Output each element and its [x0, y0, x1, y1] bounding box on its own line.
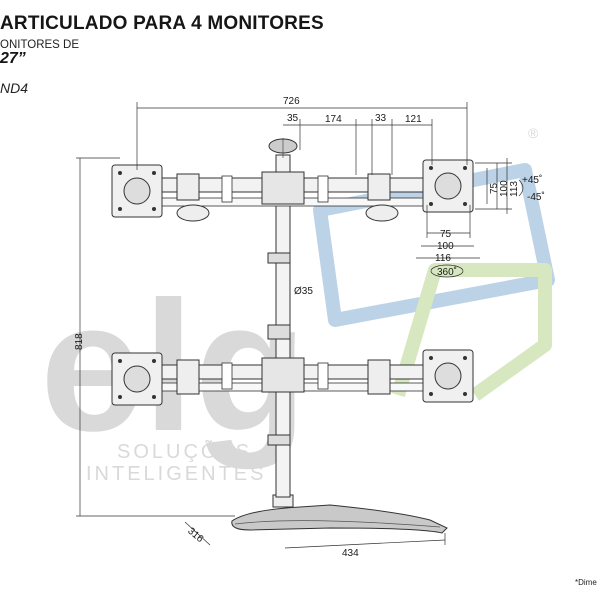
product-subtitle: ONITORES DE [0, 39, 80, 51]
lower-center-clamp [261, 357, 305, 393]
dim-pole-diameter: Ø35 [294, 286, 313, 297]
dim-vesa-75-w: 75 [440, 229, 452, 240]
model-code: ND4 [0, 80, 29, 96]
pole-collar [267, 324, 291, 340]
dim-vesa-116-w: 116 [435, 253, 451, 264]
upper-center-clamp [261, 171, 305, 205]
cable-clip-lower [267, 434, 291, 446]
upper-arm-assembly [144, 171, 431, 222]
dim-base-depth: 316 [185, 526, 205, 545]
product-title: ARTICULADO PARA 4 MONITORES [0, 13, 324, 34]
dim-overall-width: 726 [283, 96, 300, 107]
cable-clip-upper [267, 252, 291, 264]
dim-base-width: 434 [342, 548, 359, 559]
dim-174: 174 [325, 114, 342, 125]
upper-left-joint [176, 173, 200, 201]
dim-33: 33 [375, 113, 387, 124]
dim-121: 121 [405, 114, 422, 125]
dim-rotation: 360˚ [437, 266, 457, 278]
dim-height-818: 818 [74, 333, 85, 350]
dim-vesa-113-h: 113 [509, 181, 520, 197]
stand-pole [267, 138, 298, 498]
dim-vesa-100-h: 100 [499, 180, 510, 197]
dim-35: 35 [287, 113, 299, 124]
lower-right-joint [367, 359, 391, 395]
vesa-plate-bottom-left [111, 352, 163, 406]
watermark-tagline-1: SOLUÇÕES [117, 439, 252, 463]
lower-left-joint [176, 359, 200, 395]
lower-arm-assembly [144, 357, 431, 395]
vesa-plate-top-left [111, 164, 163, 218]
dim-tilt-plus: +45˚ [522, 174, 542, 186]
dim-vesa-100-w: 100 [437, 241, 454, 252]
vesa-plate-bottom-right [422, 349, 474, 403]
dimension-lines [76, 102, 524, 549]
footnote: *Dime [575, 578, 597, 587]
stand-base [231, 494, 448, 534]
dim-tilt-minus: -45˚ [527, 191, 545, 203]
watermark-green-shape [391, 263, 552, 401]
monitor-size: 27” [0, 50, 26, 67]
vesa-plate-top-right [422, 159, 474, 213]
watermark-tagline-2: INTELIGENTES [86, 463, 266, 485]
dim-vesa-75-h: 75 [489, 182, 500, 194]
watermark-registered: ® [528, 125, 539, 141]
upper-right-joint [367, 173, 391, 201]
